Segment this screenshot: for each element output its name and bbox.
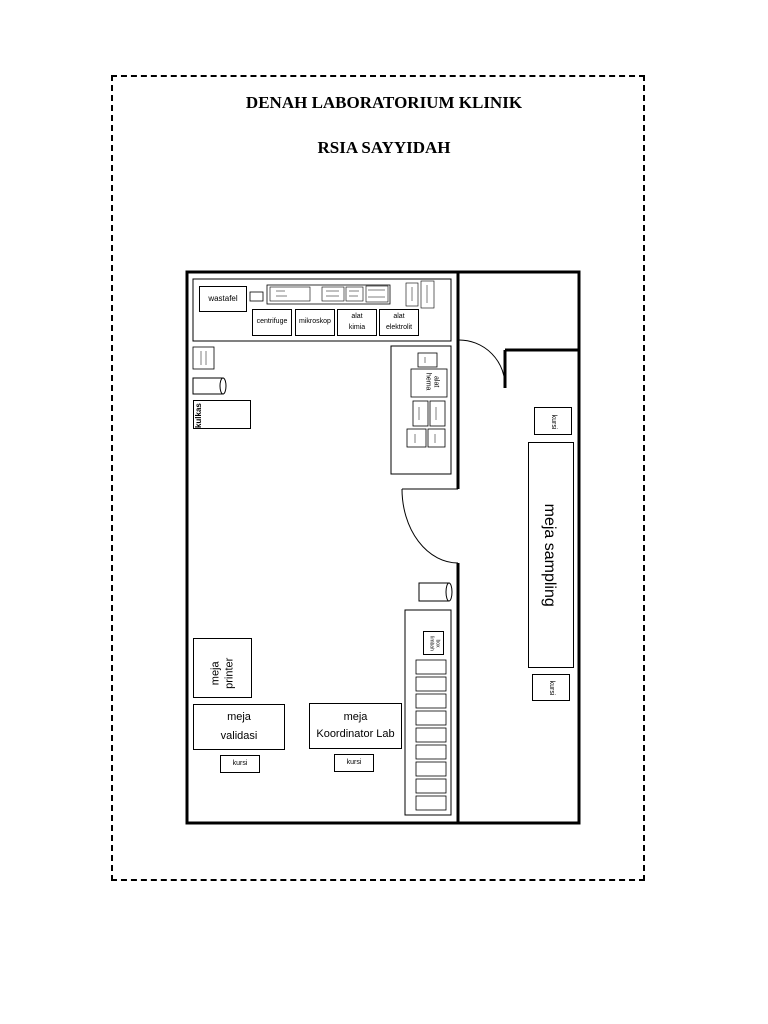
hema-device-6 <box>427 428 446 448</box>
meja-printer-label-1: meja <box>209 661 222 686</box>
alat-elektrolit-label-1: alat <box>393 312 405 320</box>
kursi-validasi-label: kursi <box>232 759 248 767</box>
alat-hema-label-1: alat <box>432 376 440 388</box>
alat-hema-label: alat hema <box>424 367 440 397</box>
alat-kimia: alat kimia <box>337 309 377 336</box>
box-limbah-label-1: box <box>434 639 441 648</box>
hema-device-1 <box>417 352 438 368</box>
hema-device-5 <box>406 428 427 448</box>
hema-cabinet <box>390 345 452 475</box>
device-4 <box>365 285 389 303</box>
outer-wall <box>185 270 581 825</box>
top-counter <box>192 278 452 342</box>
device-2 <box>321 286 345 302</box>
shelf-slots <box>415 659 447 811</box>
meja-koordinator-label-1: meja <box>343 711 368 724</box>
hema-device-2 <box>410 368 448 398</box>
meja-printer: meja printer <box>193 638 252 698</box>
alat-elektrolit-label-2: elektrolit <box>385 324 413 331</box>
box-limbah-label-2: limbah <box>429 636 435 651</box>
kursi-validasi: kursi <box>220 755 260 773</box>
kulkas-label: kulkas <box>193 403 203 429</box>
centrifuge-label: centrifuge <box>256 318 288 326</box>
kursi-sampling-bottom: kursi <box>532 674 570 701</box>
device-6 <box>420 280 435 309</box>
alat-kimia-label-1: alat <box>351 312 363 320</box>
device-5 <box>405 282 419 307</box>
centrifuge: centrifuge <box>252 309 292 336</box>
kursi-sampling-top-label: kursi <box>550 414 558 430</box>
meja-sampling-label: meja sampling <box>541 503 559 607</box>
kursi-sampling-bottom-label: kursi <box>548 680 556 696</box>
alat-kimia-label-2: kimia <box>348 324 366 331</box>
meja-sampling: meja sampling <box>528 442 574 668</box>
shelf-cabinet <box>404 609 452 816</box>
trash-bin-left <box>192 377 227 395</box>
wastafel: wastafel <box>199 286 247 312</box>
mikroskop: mikroskop <box>295 309 335 336</box>
trash-bin-right <box>418 582 453 602</box>
door-swing <box>401 488 459 564</box>
meja-koordinator: meja Koordinator Lab <box>309 703 402 749</box>
device-shelf <box>266 284 391 305</box>
alat-elektrolit: alat elektrolit <box>379 309 419 336</box>
meja-validasi: meja validasi <box>193 704 285 750</box>
hema-device-3 <box>412 400 429 427</box>
kulkas: kulkas <box>193 400 251 429</box>
box-limbah: box limbah <box>423 631 444 655</box>
small-device <box>249 291 264 302</box>
mikroskop-label: mikroskop <box>299 318 331 326</box>
page-border <box>111 75 645 881</box>
cabinet-markings <box>200 351 207 365</box>
page-title: DENAH LABORATORIUM KLINIK <box>245 93 523 112</box>
wastafel-label: wastafel <box>208 294 238 304</box>
box-limbah-label: box limbah <box>429 633 441 655</box>
device-1 <box>269 286 311 302</box>
hema-markings <box>414 357 437 443</box>
meja-koordinator-label-2: Koordinator Lab <box>316 728 395 740</box>
right-door-swing <box>457 339 506 389</box>
small-cabinet <box>192 346 215 370</box>
device-markings <box>276 285 428 303</box>
meja-printer-label: meja printer <box>209 648 238 698</box>
kursi-koordinator-label: kursi <box>346 758 362 766</box>
kursi-koordinator: kursi <box>334 754 374 772</box>
meja-validasi-label-1: meja <box>227 711 251 724</box>
alat-hema-label-2: hema <box>425 372 432 391</box>
meja-printer-label-2: printer <box>224 657 236 689</box>
meja-validasi-label-2: validasi <box>220 730 258 742</box>
hema-device-4 <box>429 400 446 427</box>
page-subtitle: RSIA SAYYIDAH <box>317 138 451 157</box>
kursi-sampling-top: kursi <box>534 407 572 435</box>
device-3 <box>345 286 364 302</box>
